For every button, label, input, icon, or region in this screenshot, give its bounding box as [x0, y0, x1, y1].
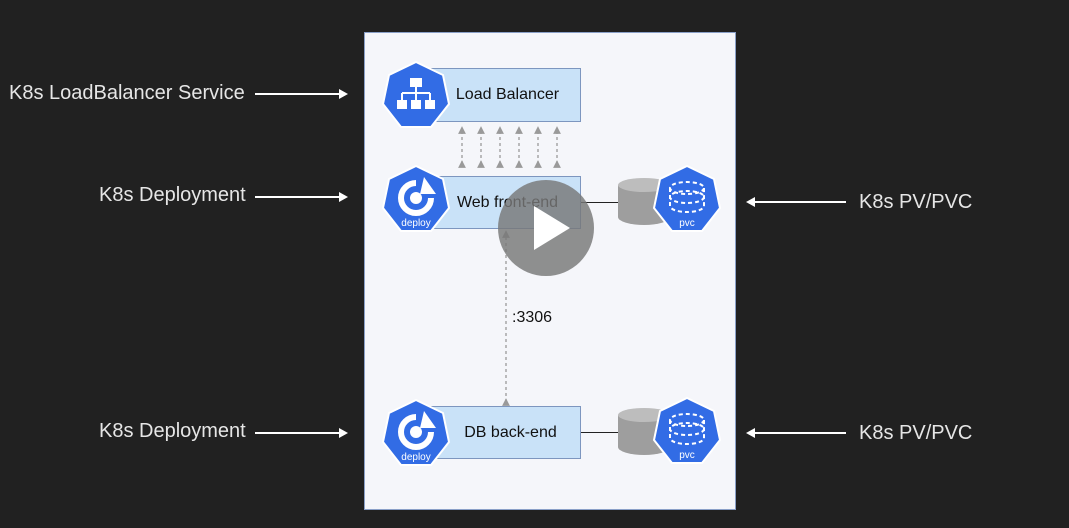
pvc-icon-db: pvc — [652, 396, 722, 464]
deploy-text-db: deploy — [401, 452, 430, 463]
deploy-icon-web: deploy — [381, 164, 451, 232]
port-label: :3306 — [512, 309, 553, 326]
label-pv-web: K8s PV/PVC — [859, 191, 973, 213]
label-deployment-db: K8s Deployment — [99, 420, 246, 442]
label-pv-db: K8s PV/PVC — [859, 422, 973, 444]
arrow-pv-web — [746, 195, 846, 209]
node-db-backend-label: DB back-end — [464, 423, 557, 441]
db-disk-line — [581, 432, 621, 433]
play-button[interactable] — [498, 180, 594, 276]
web-db-connection — [502, 230, 510, 406]
play-icon — [534, 206, 570, 250]
node-load-balancer-label: Load Balancer — [455, 86, 560, 103]
label-deployment-web: K8s Deployment — [99, 184, 246, 206]
pvc-text-db: pvc — [679, 450, 695, 461]
pvc-text-web: pvc — [679, 218, 695, 229]
arrow-deployment-web — [255, 190, 348, 204]
lb-web-connections — [458, 126, 561, 168]
web-disk-line — [581, 202, 621, 203]
deploy-icon-db: deploy — [381, 398, 451, 466]
label-loadbalancer-service: K8s LoadBalancer Service — [9, 82, 245, 104]
arrow-pv-db — [746, 426, 846, 440]
deploy-text-web: deploy — [401, 218, 430, 229]
pvc-icon-web: pvc — [652, 164, 722, 232]
network-icon — [381, 60, 451, 128]
arrow-deployment-db — [255, 426, 348, 440]
arrow-service — [255, 87, 348, 101]
